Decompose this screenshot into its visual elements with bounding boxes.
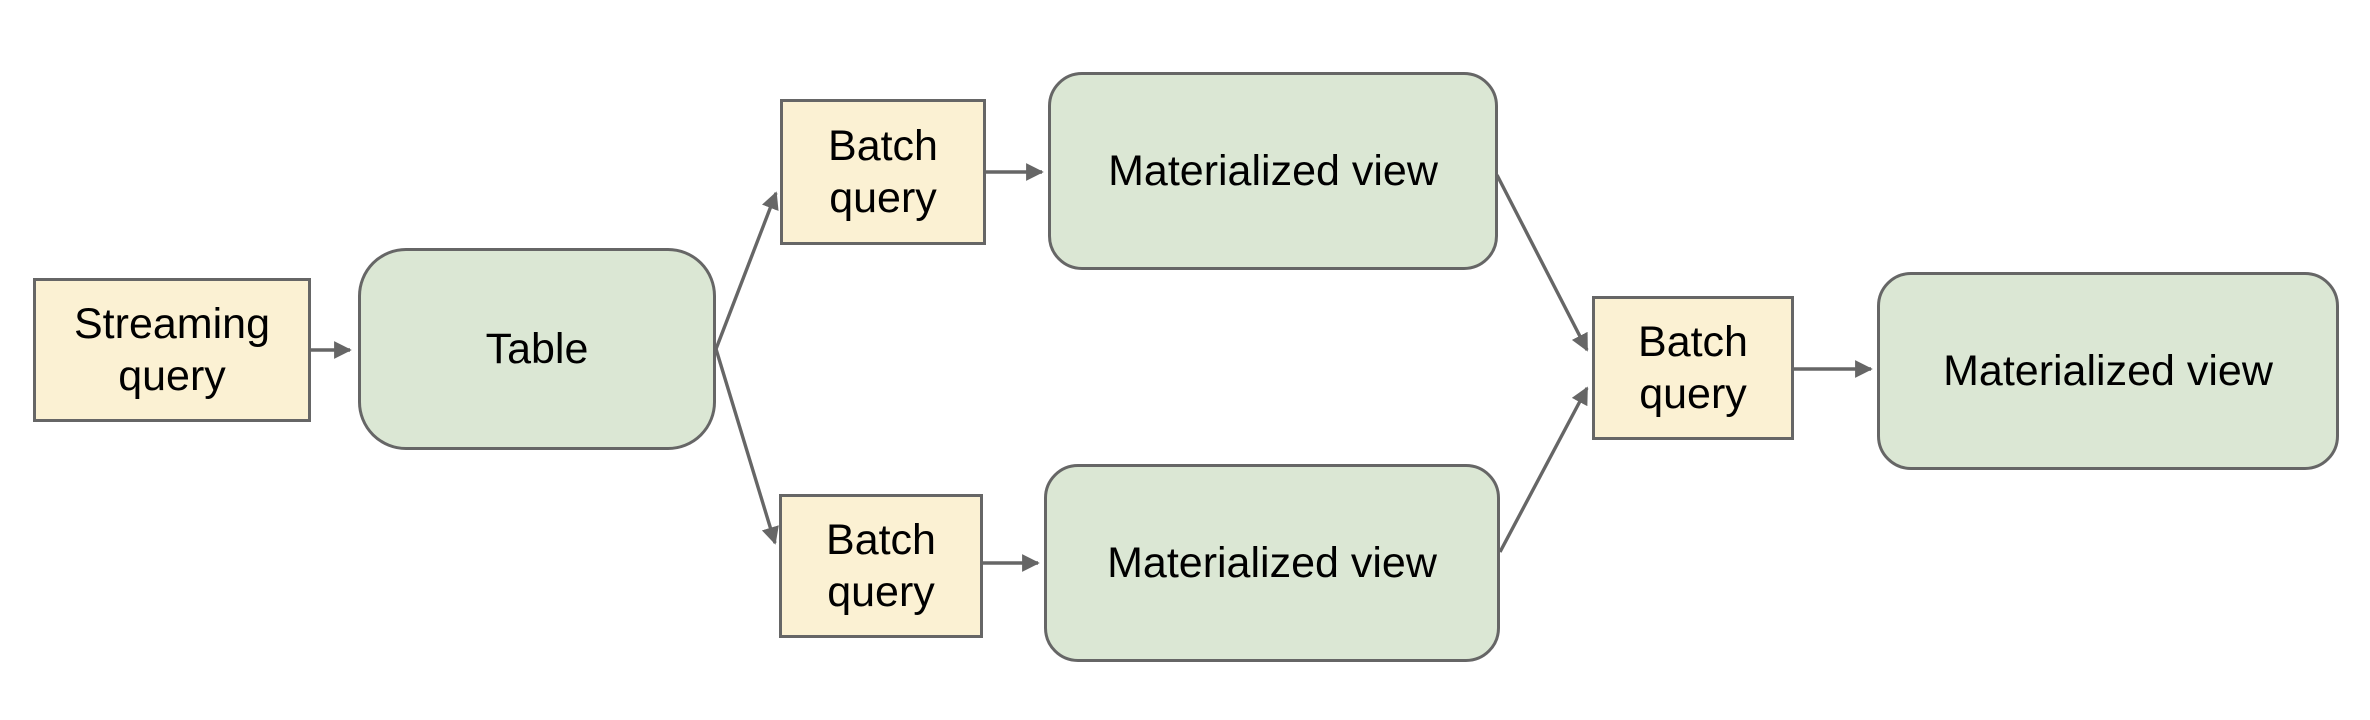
node-label: Table [485,324,589,373]
node-label: Materialized view [1107,538,1437,587]
node-label: Batch query [828,121,938,222]
arrow-table-to-batch-bottom [714,348,779,545]
node-batch-query-bottom: Batch query [779,494,983,638]
node-materialized-view-bottom: Materialized view [1044,464,1500,662]
arrow-mv-top-to-batch-right [1495,174,1589,352]
node-label: Streaming query [74,299,270,400]
node-batch-query-right: Batch query [1592,296,1794,440]
node-label: Materialized view [1108,146,1438,195]
node-table: Table [358,248,716,450]
arrow-mv-bottom-to-batch-right [1498,386,1589,553]
node-label: Batch query [1638,317,1748,418]
node-materialized-view-final: Materialized view [1877,272,2339,470]
node-batch-query-top: Batch query [780,99,986,245]
arrow-table-to-batch-top [714,191,779,350]
node-materialized-view-top: Materialized view [1048,72,1498,270]
node-streaming-query: Streaming query [33,278,311,422]
node-label: Materialized view [1943,346,2273,395]
node-label: Batch query [826,515,936,616]
